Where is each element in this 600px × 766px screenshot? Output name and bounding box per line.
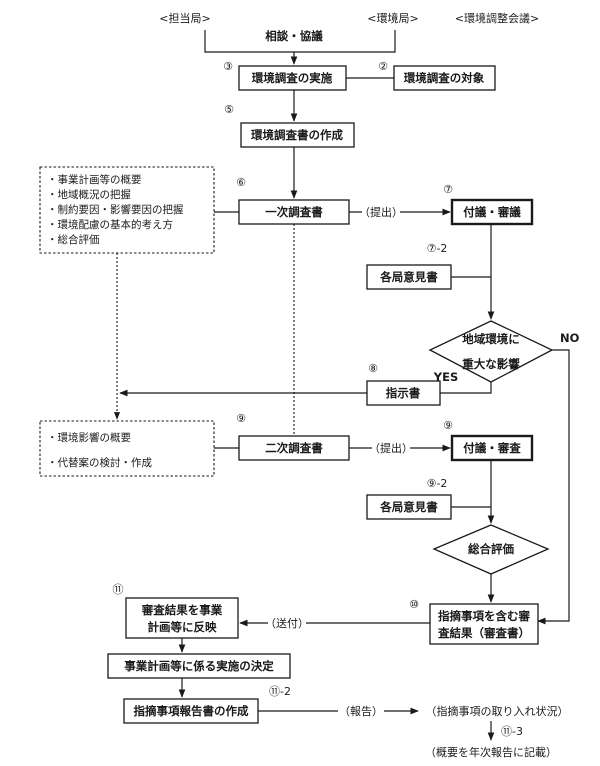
- decision-label: 事業計画等に係る実施の決定: [124, 659, 274, 673]
- step9b-number: ⑨: [443, 419, 453, 432]
- step9-2-box: [366, 494, 452, 520]
- step11-number: ⑪: [113, 583, 124, 596]
- notes2-item-1: ・環境影響の概要: [47, 431, 131, 444]
- step7-label: 付議・審議: [463, 205, 521, 219]
- edge-submit2-label: （提出）: [369, 441, 413, 455]
- step11-2-number: ⑪-2: [269, 685, 291, 698]
- step9b-label: 付議・審査: [463, 441, 521, 455]
- step2-box: [393, 65, 496, 91]
- notes1-item-1: ・事業計画等の概要: [47, 173, 142, 186]
- step8-box: [366, 380, 441, 406]
- step7-2-number: ⑦-2: [427, 242, 448, 255]
- step9b-box: [450, 434, 534, 462]
- step10-line2: 査結果（審査書）: [437, 626, 530, 640]
- step6-box: [238, 199, 350, 225]
- step9-label: 二次調査書: [265, 441, 323, 455]
- edge-send-label: （送付）: [265, 616, 309, 630]
- step11-line1: 審査結果を事業: [141, 603, 223, 617]
- edge-decision1-yes: [440, 382, 492, 394]
- decision1-no: NO: [560, 331, 580, 345]
- step11-2-label: 指摘事項報告書の作成: [134, 704, 249, 718]
- step9-number: ⑨: [236, 412, 246, 425]
- step7-number: ⑦: [443, 183, 453, 196]
- step5-box: [240, 122, 355, 148]
- decision-box: [107, 653, 291, 679]
- step7-2-label: 各局意見書: [379, 270, 438, 284]
- decision1-line2: 重大な影響: [462, 357, 520, 371]
- step9-2-number: ⑨-2: [427, 477, 448, 490]
- edge-report-label: （報告）: [339, 705, 383, 718]
- step8-number: ⑧: [368, 362, 378, 375]
- step2-number: ②: [378, 60, 388, 73]
- step5-label: 環境調査書の作成: [251, 128, 343, 142]
- step10-box: [429, 603, 539, 645]
- step6-number: ⑥: [236, 176, 246, 189]
- edge-annual-label: （概要を年次報告に記載）: [425, 745, 557, 759]
- notes1-item-5: ・総合評価: [47, 233, 100, 246]
- step7-2-box: [366, 264, 452, 290]
- step5-number: ⑤: [224, 103, 234, 116]
- step7-box: [450, 198, 534, 226]
- notes1-item-4: ・環境配慮の基本的考え方: [47, 218, 173, 231]
- step10-line1: 指摘事項を含む審: [438, 609, 530, 623]
- step11-box: [125, 597, 239, 639]
- notes2-box: [39, 420, 215, 477]
- notes1-item-3: ・制約要因・影響要因の把握: [47, 203, 184, 216]
- step9-2-label: 各局意見書: [379, 500, 438, 514]
- header-kankyo: <環境局>: [367, 11, 418, 25]
- header-tanto: <担当局>: [159, 11, 210, 25]
- edge-submit1-label: （提出）: [359, 205, 403, 219]
- notes2-item-2: ・代替案の検討・作成: [47, 456, 152, 469]
- step11-3-number: ⑪-3: [501, 725, 523, 738]
- step11-2-box: [123, 698, 259, 724]
- edge-status-label: （指摘事項の取り入れ状況）: [426, 704, 569, 718]
- step11-line2: 計画等に反映: [148, 620, 217, 634]
- step3-number: ③: [223, 60, 233, 73]
- step8-label: 指示書: [386, 386, 421, 400]
- header-connector: [204, 30, 396, 53]
- decision2-label: 総合評価: [468, 542, 514, 556]
- edge-decision1-no: [537, 349, 570, 625]
- notes1-item-2: ・地域概況の把握: [47, 188, 131, 201]
- decision1-line1: 地域環境に: [462, 332, 520, 346]
- header-council: <環境調整会議>: [455, 11, 539, 25]
- step6-label: 一次調査書: [265, 205, 323, 219]
- notes1-box: [39, 166, 215, 254]
- step2-label: 環境調査の対象: [404, 71, 485, 85]
- consult-label: 相談・協議: [265, 29, 323, 43]
- step3-label: 環境調査の実施: [252, 71, 333, 85]
- step10-number: ⑩: [409, 598, 419, 611]
- step9-box: [238, 435, 350, 461]
